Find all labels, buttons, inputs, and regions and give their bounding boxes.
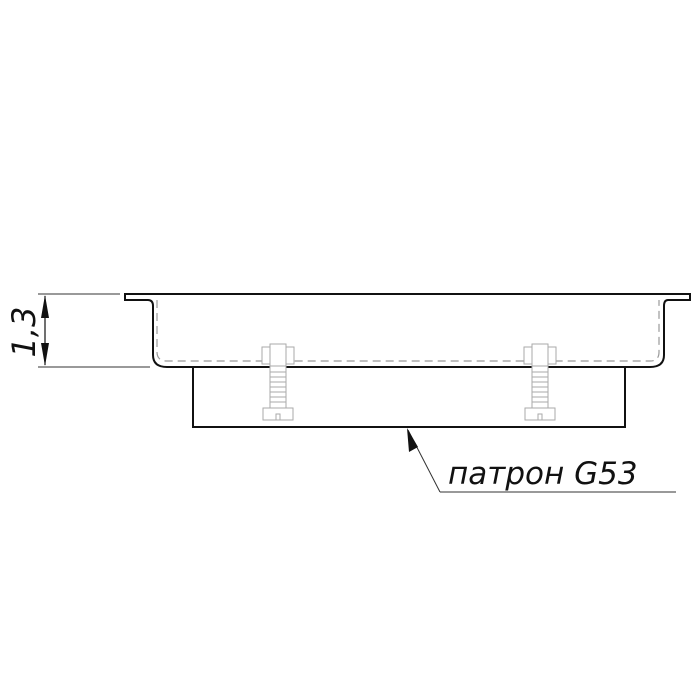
callout-label: патрон G53 bbox=[448, 456, 638, 492]
dimension-label: 1,3 bbox=[5, 307, 43, 358]
bolt-right bbox=[523, 343, 557, 421]
dimension-height: 1,3 bbox=[5, 293, 150, 368]
tray-outline bbox=[124, 293, 691, 368]
cartridge-block bbox=[192, 367, 626, 428]
callout-leader: патрон G53 bbox=[407, 428, 676, 493]
bolt-left bbox=[261, 343, 295, 421]
tray-hidden-inner bbox=[156, 300, 660, 362]
